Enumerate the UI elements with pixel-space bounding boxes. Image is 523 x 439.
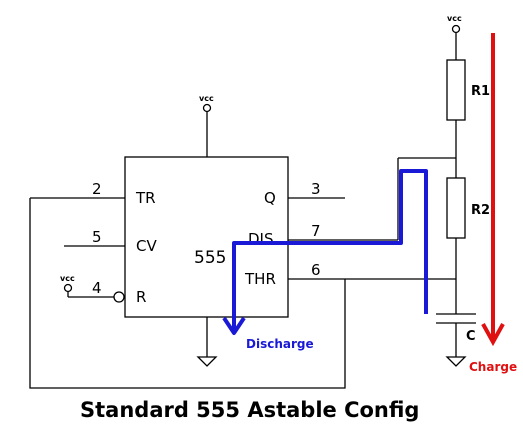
pin-q-name: Q: [264, 189, 276, 207]
top-vcc-terminal: vcc: [447, 14, 462, 60]
reset-vcc-label: vcc: [60, 274, 75, 283]
r1-label: R1: [471, 84, 490, 99]
pin-dis-name: DIS: [248, 230, 274, 248]
pin-tr-number: 2: [92, 180, 102, 198]
capacitor-ground-symbol: [445, 356, 467, 367]
resistor-r2: R2: [446, 177, 490, 239]
pin-dis-number: 7: [311, 222, 321, 240]
pin-tr: 2 TR: [30, 180, 156, 207]
pin-cv-number: 5: [92, 228, 102, 246]
pin-r: vcc 4 R: [60, 274, 146, 306]
pin-thr-name: THR: [244, 270, 276, 288]
capacitor-c: C: [436, 313, 476, 357]
chip-vcc-terminal: vcc: [199, 94, 214, 157]
chip-vcc-label: vcc: [199, 94, 214, 103]
pin-cv-name: CV: [136, 237, 157, 255]
discharge-label: Discharge: [246, 337, 314, 351]
diagram-caption: Standard 555 Astable Config: [80, 398, 419, 422]
top-vcc-label: vcc: [447, 14, 462, 23]
chip-555-body: [124, 156, 289, 318]
chip-ground-symbol: [196, 317, 218, 367]
c-label: C: [466, 329, 476, 344]
pin-tr-name: TR: [135, 189, 156, 207]
trigger-threshold-feedback-wire: [29, 198, 346, 389]
chip-label: 555: [194, 248, 226, 268]
charge-path: Charge: [469, 33, 517, 374]
pin-r-number: 4: [92, 279, 102, 297]
pin-r-name: R: [136, 288, 146, 306]
pin-q-number: 3: [311, 180, 321, 198]
pin-thr-number: 6: [311, 261, 321, 279]
r2-label: R2: [471, 203, 490, 218]
charge-label: Charge: [469, 360, 517, 374]
discharge-path: Discharge: [222, 169, 428, 351]
pin-cv: 5 CV: [64, 228, 157, 255]
reset-inversion-bubble: [113, 291, 125, 303]
resistor-r1: R1: [446, 59, 490, 121]
pin-q: 3 Q: [264, 180, 345, 207]
